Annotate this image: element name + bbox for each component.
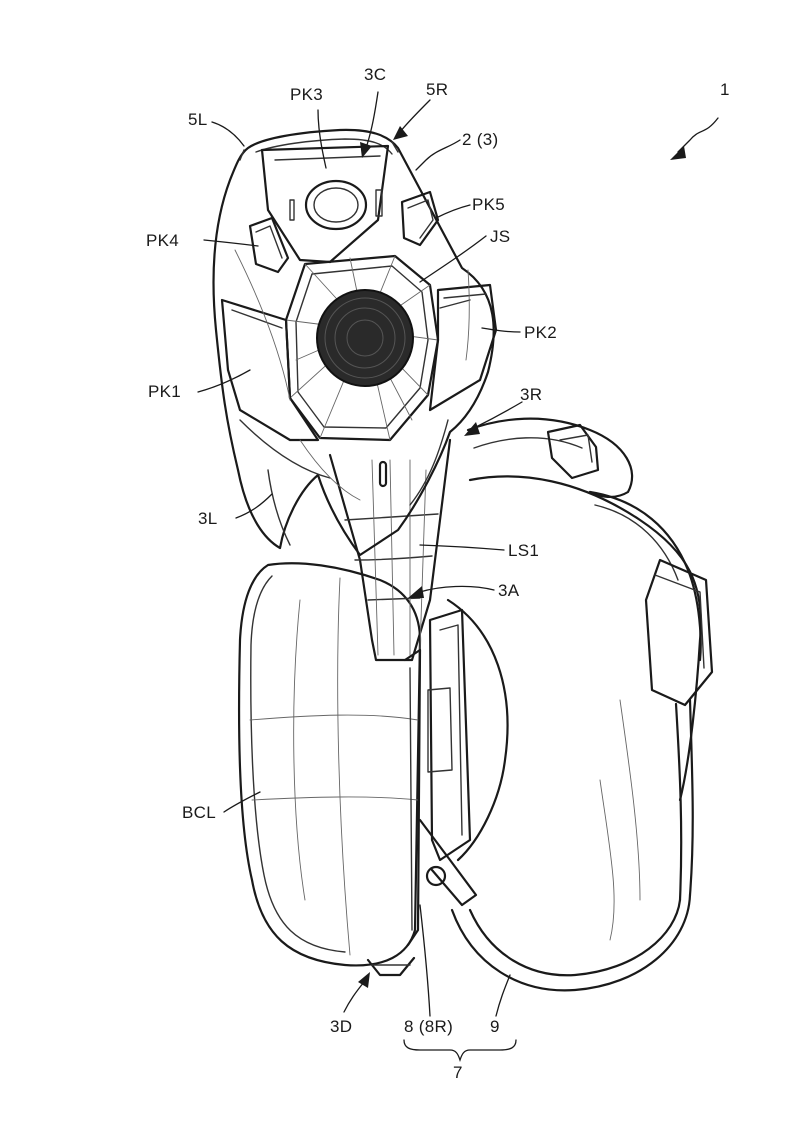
label-3a: 3A (498, 581, 520, 600)
label-pk3: PK3 (290, 85, 323, 104)
label-3l: 3L (198, 509, 218, 528)
label-pk2: PK2 (524, 323, 557, 342)
label-3d: 3D (330, 1017, 352, 1036)
reference-labels: 1 PK3 3C 5R 5L 2 (3) PK5 PK4 JS PK2 PK1 … (146, 65, 730, 1082)
label-7: 7 (453, 1063, 463, 1082)
label-pk4: PK4 (146, 231, 179, 250)
controller-head (212, 128, 498, 557)
label-pk1: PK1 (148, 382, 181, 401)
hand-strap (418, 417, 714, 992)
label-5r: 5R (426, 80, 448, 99)
controller-drawing (212, 128, 714, 992)
label-body-2-3: 2 (3) (462, 130, 498, 149)
back-cover-pad (237, 562, 422, 977)
label-bcl: BCL (182, 803, 216, 822)
label-fig-ref: 1 (720, 80, 730, 99)
label-js: JS (490, 227, 510, 246)
leader-lines (197, 91, 719, 1063)
label-pk5: PK5 (472, 195, 505, 214)
grip-handle (328, 438, 452, 947)
label-3c: 3C (364, 65, 386, 84)
label-9: 9 (490, 1017, 500, 1036)
label-3r: 3R (520, 385, 542, 404)
label-5l: 5L (188, 110, 208, 129)
label-8-8r: 8 (8R) (404, 1017, 453, 1036)
label-ls1: LS1 (508, 541, 539, 560)
